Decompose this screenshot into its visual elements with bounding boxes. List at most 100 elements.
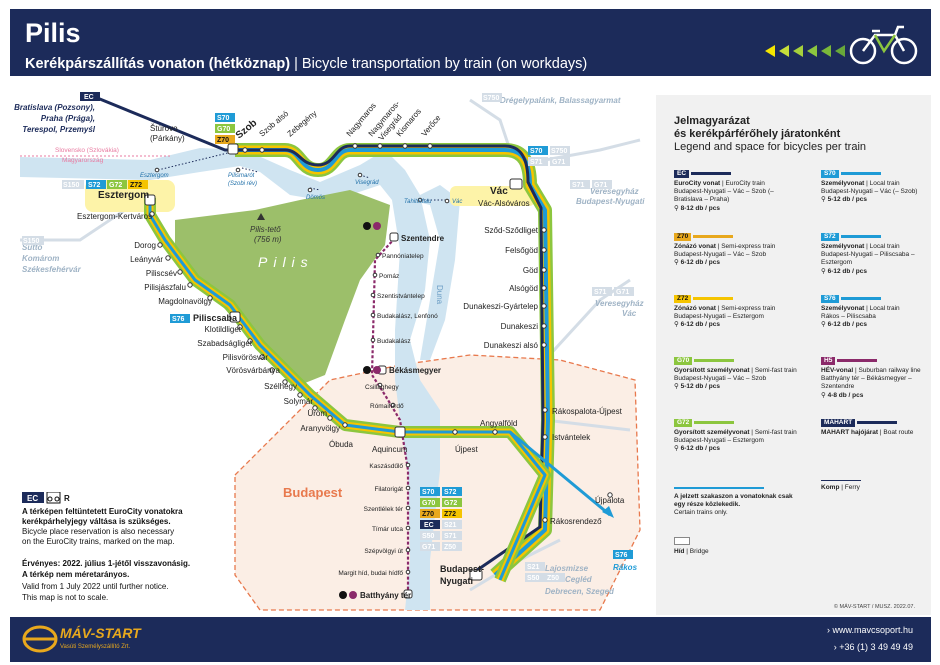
- website-link[interactable]: › www.mavcsoport.hu: [827, 625, 913, 635]
- note-reservation-hu-1: A térképen feltüntetett EuroCity vonatok…: [22, 507, 183, 516]
- badge-z70-szob: Z70: [217, 137, 229, 144]
- station-pomaz: Pomáz: [379, 273, 399, 280]
- port-visegrad: Visegrád: [355, 180, 379, 186]
- badge-s72-esztergom: S72: [88, 182, 101, 189]
- legend-bar: [840, 296, 881, 300]
- legend-bridge-en: Bridge: [689, 548, 709, 555]
- port-domos: Dömös: [306, 195, 325, 201]
- szentendre-island: [410, 185, 460, 360]
- legend-capacity: 6-12 db / pcs: [827, 321, 867, 329]
- legend-title-en: Legend and space for bicycles per train: [674, 141, 867, 153]
- legend-code: S72: [821, 233, 839, 242]
- station-dorog: Dorog: [134, 241, 156, 250]
- legend-title-hu-2: és kerékpárférőhely járatonként: [674, 128, 841, 140]
- station-alsogod: Alsógöd: [509, 284, 538, 293]
- legend-bridge: Híd | Bridge: [674, 537, 799, 556]
- legend-name-en: Boat route: [883, 429, 914, 437]
- hev-station-labels: Szentendre Pannóniatelep Pomáz Szentistv…: [338, 234, 444, 600]
- subtitle-separator: |: [290, 56, 302, 72]
- legend-name-en: Suburban railway line: [858, 367, 921, 375]
- badge-s72-nyugati: S72: [444, 489, 457, 496]
- legend-name-en: Local train: [869, 180, 900, 188]
- station-vac: Vác: [490, 186, 508, 197]
- legend-name-en: Local train: [869, 243, 900, 251]
- legend-code: H5: [821, 357, 836, 366]
- badge-s750-dregely: S750: [483, 95, 499, 102]
- phone-number[interactable]: › +36 (1) 3 49 49 49: [834, 642, 913, 652]
- legend-code: Z72: [674, 295, 692, 304]
- legend-route: Budapest-Nyugati – Vác – Szob: [674, 251, 767, 259]
- dest-cegled: Cegléd: [565, 575, 593, 584]
- badge-g71-nyugati: G71: [422, 544, 435, 551]
- station-dunakeszi-also: Dunakeszi alsó: [484, 341, 539, 350]
- mav-logo-icon: [22, 625, 58, 653]
- legend-code: G70: [674, 357, 693, 366]
- station-ujpest: Újpest: [455, 445, 478, 454]
- station-dunakeszi: Dunakeszi: [501, 322, 539, 331]
- station-zebegeny: Zebegény: [286, 109, 319, 139]
- note-reservation-en-1: Bicycle place reservation is also necess…: [22, 527, 175, 536]
- station-klotildliget: Klotildliget: [205, 325, 242, 334]
- legend-capacity: 6-12 db / pcs: [680, 445, 720, 453]
- note-reservation-hu-2: kerékpárhelyjegy váltása is szükséges.: [22, 517, 171, 526]
- legend-name: Személyvonat: [821, 180, 865, 188]
- station-labels: Štúrovo (Párkány) Szob Szob alsó Zebegén…: [77, 99, 625, 586]
- svg-text:R: R: [64, 494, 70, 503]
- station-parkany: (Párkány): [150, 134, 185, 143]
- bike-icon: ⚲: [821, 196, 828, 204]
- badge-s70-nyugati: S70: [422, 489, 435, 496]
- legend-route: Budapest-Nyugati – Vác – Szob (– Bratisl…: [674, 188, 774, 204]
- web-icon: ›: [826, 625, 833, 635]
- station-aranyvolgy: Aranyvölgy: [300, 424, 340, 433]
- station-piliscsaba: Piliscsaba: [193, 313, 238, 323]
- dest-bratislava-1: Bratislava (Pozsony),: [14, 103, 95, 112]
- brand-name: MÁV-START: [60, 625, 141, 641]
- station-pilisvorosvar: Pilisvörösvár: [223, 353, 269, 362]
- border-hu-label: Magyarország: [62, 157, 104, 164]
- station-markers: [149, 143, 613, 575]
- legend-name: MAHART hajójárat: [821, 429, 879, 437]
- dest-lajosmizse: Lajosmizse: [545, 564, 589, 573]
- badge-g70-szob: G70: [217, 126, 230, 133]
- station-csillaghegy: Csillaghegy: [365, 384, 399, 391]
- badge-s50-cegled: S50: [527, 575, 540, 582]
- svg-text:EC: EC: [84, 94, 94, 101]
- station-szentistvantelep: Szentistvántelep: [377, 293, 425, 300]
- port-tahitotfalu: Tahitótfalu: [404, 199, 432, 205]
- badge-s21-lajosmizse: S21: [527, 564, 540, 571]
- station-piliscsev: Piliscsév: [146, 269, 177, 278]
- station-szabadsagliget: Szabadságliget: [197, 339, 252, 348]
- badge-s50-nyugati: S50: [422, 533, 435, 540]
- station-szod: Sződ-Sződliget: [484, 226, 539, 235]
- legend-capacity: 4-8 db / pcs: [827, 391, 864, 399]
- station-pilisjaszfalu: Pilisjászfalu: [144, 283, 186, 292]
- legend-name: Gyorsított személyvonat: [674, 429, 750, 437]
- boat-routes: [157, 149, 445, 201]
- badge-g71-vac: G71: [552, 159, 565, 166]
- subtitle-en: Bicycle transportation by train (on work…: [301, 56, 588, 72]
- legend-name-en: Semi-express train: [721, 243, 776, 251]
- budapest-label: Budapest: [283, 485, 343, 500]
- station-rakosrendezo: Rákosrendező: [550, 517, 602, 526]
- phone-text: +36 (1) 3 49 49 49: [839, 642, 913, 652]
- badge-g71-veresegyhaz: G71: [594, 182, 607, 189]
- badge-s150-sutto: S150: [23, 238, 39, 245]
- svg-text:EC: EC: [27, 494, 38, 503]
- note-validity-en: Valid from 1 July 2022 until further not…: [22, 582, 169, 591]
- legend-route: Batthyány tér – Békásmegyer – Szentendre: [821, 375, 912, 391]
- legend-code: EC: [674, 170, 690, 179]
- line-esztergom-budapest: [144, 198, 551, 583]
- bike-icon: ⚲: [674, 321, 681, 329]
- route-badges: S70 G70 Z70 S70 S750 S71 G71 S750 S71 G7…: [22, 93, 634, 582]
- peak-label: Pilis-tető: [250, 225, 281, 234]
- dest-dregely: Drégelypalánk, Balassagyarmat: [500, 96, 621, 105]
- badge-s70-szob: S70: [217, 115, 230, 122]
- station-kaszasdulo: Kaszásdűlő: [369, 463, 403, 470]
- brand-subtitle: Vasúti Személyszállító Zrt.: [60, 644, 131, 650]
- station-magdolnavolgy: Magdolnavölgy: [158, 297, 212, 306]
- badge-s76-piliscsaba: S76: [172, 316, 185, 323]
